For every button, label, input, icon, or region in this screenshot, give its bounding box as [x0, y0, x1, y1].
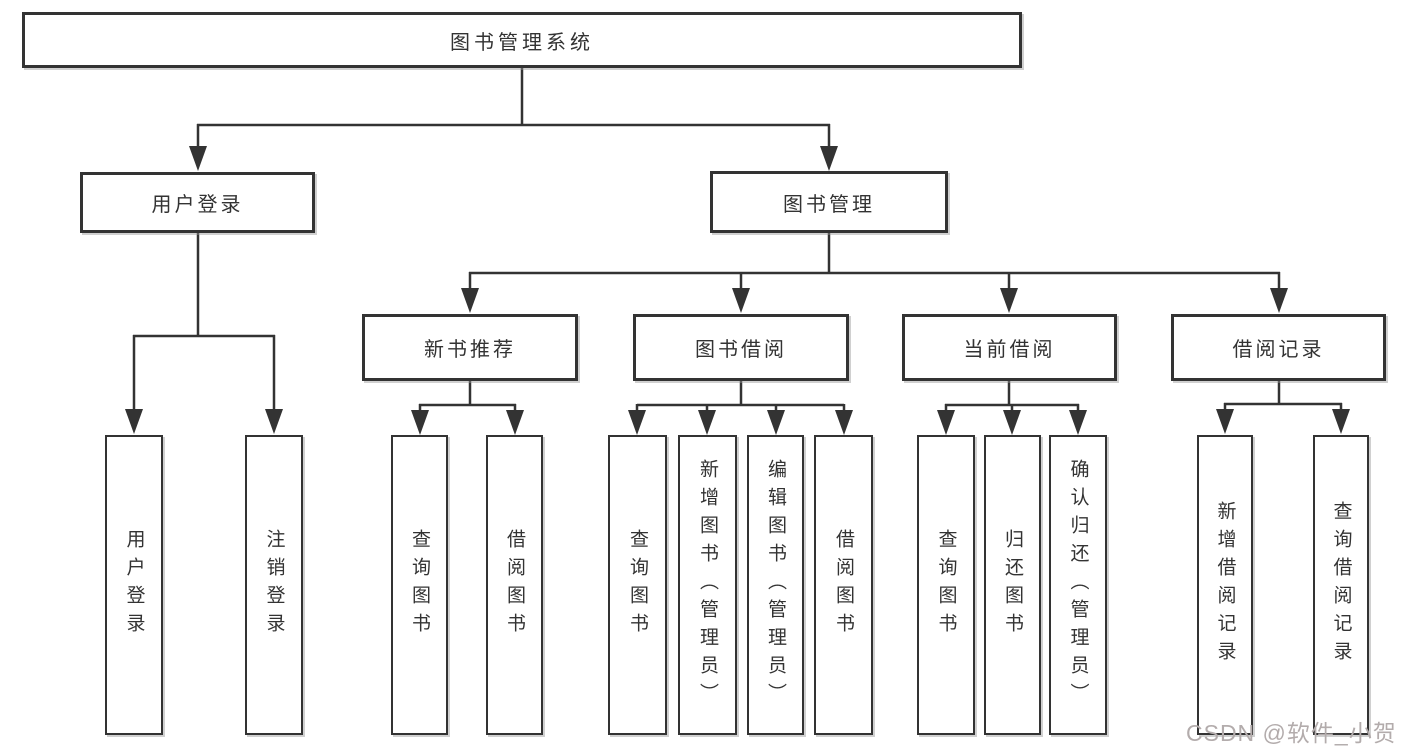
node-book-borrowing: 图书借阅	[633, 314, 849, 381]
leaf-query-books-recommend: 查询图书	[391, 435, 448, 735]
arrow-down-icon	[937, 410, 955, 435]
leaf-label: 注销登录	[263, 529, 285, 641]
leaf-query-books-current: 查询图书	[917, 435, 975, 735]
leaf-label: 新增图书（管理员）	[697, 459, 718, 711]
arrow-down-icon	[628, 410, 646, 435]
node-label: 当前借阅	[963, 339, 1056, 361]
node-label: 图书管理系统	[450, 31, 594, 54]
leaf-label: 查询图书	[409, 529, 430, 641]
arrow-down-icon	[461, 288, 479, 313]
leaf-label: 借阅图书	[504, 529, 525, 641]
watermark: CSDN @软件_小贺同学	[1186, 720, 1397, 746]
node-user-login: 用户登录	[80, 172, 315, 233]
node-library-system: 图书管理系统	[22, 12, 1022, 68]
arrow-down-icon	[835, 410, 853, 435]
leaf-label: 查询图书	[627, 529, 648, 641]
arrow-down-icon	[1069, 410, 1087, 435]
leaf-user-login: 用户登录	[105, 435, 163, 735]
node-new-book-recommend: 新书推荐	[362, 314, 578, 381]
leaf-borrow-books-recommend: 借阅图书	[486, 435, 543, 735]
leaf-label: 借阅图书	[833, 529, 854, 641]
node-borrow-records: 借阅记录	[1171, 314, 1386, 381]
leaf-label: 新增借阅记录	[1214, 501, 1236, 669]
arrow-down-icon	[411, 410, 429, 435]
leaf-borrow-books: 借阅图书	[814, 435, 873, 735]
arrow-down-icon	[820, 146, 838, 171]
node-book-management: 图书管理	[710, 171, 948, 233]
arrow-down-icon	[1332, 409, 1350, 434]
leaf-label: 编辑图书（管理员）	[765, 459, 786, 711]
arrow-down-icon	[1003, 410, 1021, 435]
arrow-down-icon	[1270, 288, 1288, 313]
arrow-down-icon	[767, 410, 785, 435]
arrow-down-icon	[506, 410, 524, 435]
node-label: 借阅记录	[1232, 339, 1325, 361]
node-label: 用户登录	[151, 194, 244, 216]
node-label: 图书管理	[783, 193, 875, 216]
node-label: 新书推荐	[424, 339, 516, 361]
leaf-query-books-borrow: 查询图书	[608, 435, 667, 735]
leaf-label: 查询借阅记录	[1330, 501, 1352, 669]
arrow-down-icon	[189, 146, 207, 171]
leaf-logout: 注销登录	[245, 435, 303, 735]
leaf-edit-book-admin: 编辑图书（管理员）	[747, 435, 804, 735]
node-current-borrowing: 当前借阅	[902, 314, 1117, 381]
arrow-down-icon	[698, 410, 716, 435]
leaf-return-book: 归还图书	[984, 435, 1041, 735]
leaf-label: 用户登录	[123, 529, 145, 641]
arrow-down-icon	[125, 409, 143, 434]
leaf-confirm-return-admin: 确认归还（管理员）	[1049, 435, 1107, 735]
arrow-down-icon	[732, 288, 750, 313]
arrow-down-icon	[1216, 409, 1234, 434]
arrow-down-icon	[1000, 288, 1018, 313]
leaf-query-borrow-record: 查询借阅记录	[1313, 435, 1369, 735]
arrow-down-icon	[265, 409, 283, 434]
leaf-label: 确认归还（管理员）	[1067, 459, 1089, 711]
leaf-add-borrow-record: 新增借阅记录	[1197, 435, 1253, 735]
leaf-add-book-admin: 新增图书（管理员）	[678, 435, 737, 735]
node-label: 图书借阅	[695, 339, 787, 361]
leaf-label: 查询图书	[935, 529, 957, 641]
leaf-label: 归还图书	[1002, 529, 1023, 641]
